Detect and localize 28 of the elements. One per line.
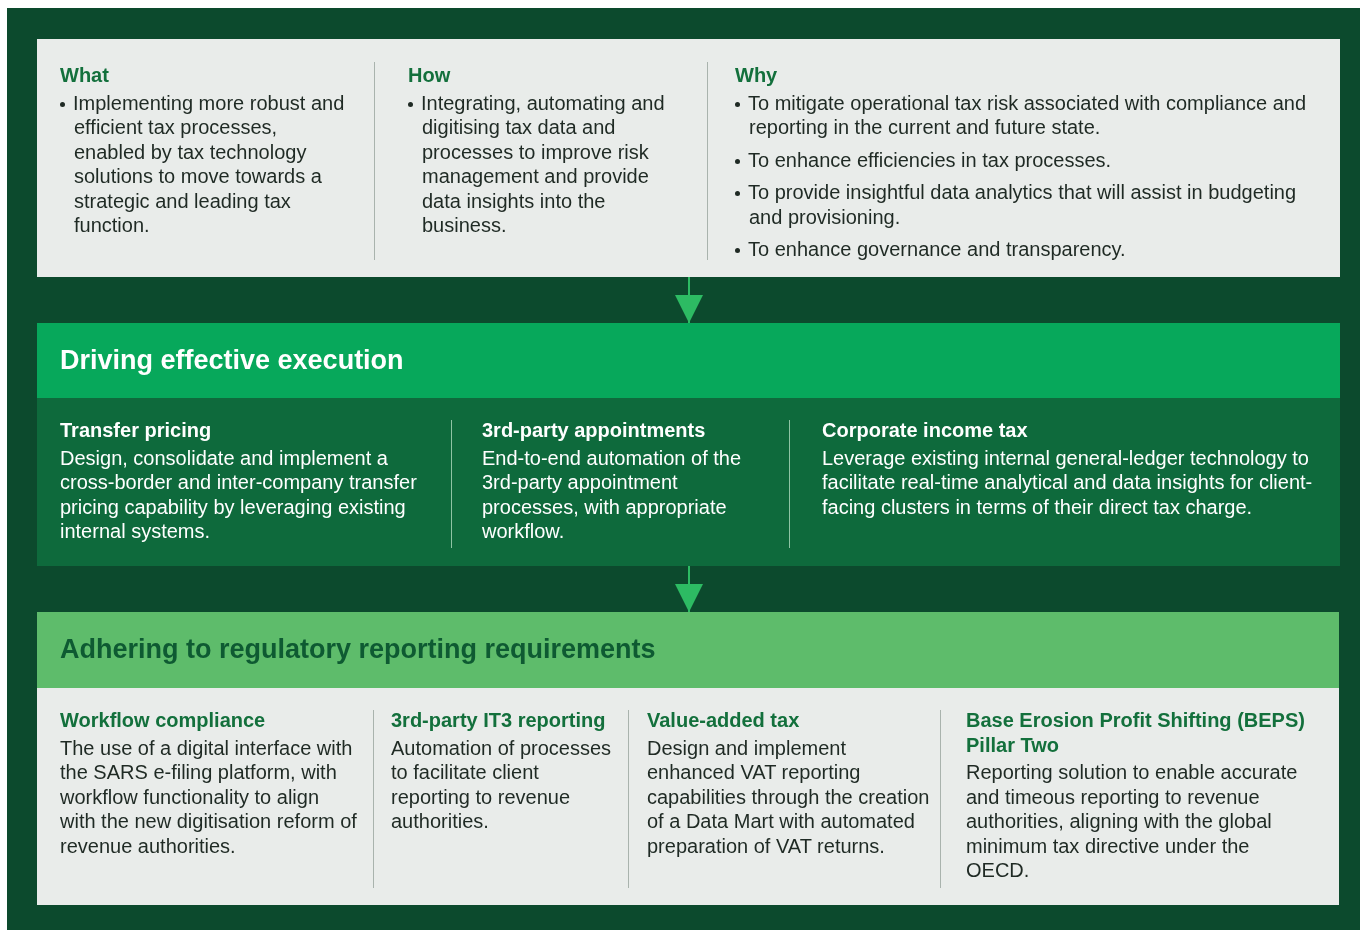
column-heading: 3rd-party IT3 reporting (391, 708, 607, 733)
band-title: Adhering to regulatory reporting requirements (60, 634, 656, 665)
arrow (675, 565, 703, 613)
bullet-text: To mitigate operational tax risk associated with compliance and reporting in the current and future state. (748, 91, 1307, 138)
column-heading: Base Erosion Profit Shifting (BEPS) Pillar Two (966, 708, 1306, 757)
body-text: End-to-end automation of the 3rd-party appointment processes, with appropriate workflow. (482, 445, 743, 544)
column-heading: Workflow compliance (60, 708, 267, 733)
column-heading: Value-added tax (647, 708, 801, 733)
arrow (675, 276, 703, 324)
bullet-text: Integrating, automating and digitising tax data and processes to improve risk management and provide data insights into the business. (421, 91, 665, 236)
info-panel (37, 39, 1340, 277)
column-heading: How (408, 63, 452, 88)
bullet-text: To enhance governance and transparency. (748, 238, 1126, 260)
body-text: Leverage existing internal general-ledger technology to facilitate real-time analytical and data insights for client-facing clusters in terms of their direct tax charge. (822, 445, 1314, 519)
bullet-text: Implementing more robust and efficient tax processes, enabled by tax technology solutions to move towards a strategic and leading tax function. (73, 91, 345, 236)
column-heading: 3rd-party appointments (482, 418, 707, 443)
body-text: Design and implement enhanced VAT reporting capabilities through the creation of a Data Mart with automated preparation of VAT returns. (647, 735, 931, 858)
column-heading: Why (735, 63, 779, 88)
bullet-text: To enhance efficiencies in tax processes. (748, 148, 1112, 171)
column-heading: Corporate income tax (822, 418, 1029, 443)
body-text: Design, consolidate and implement a cross-border and inter-company transfer pricing capability by leveraging existing internal systems. (60, 445, 418, 544)
body-text: Reporting solution to enable accurate and timeous reporting to revenue authorities, aligning with the global minimum tax directive under the OECD. (966, 760, 1299, 883)
column-heading: Transfer pricing (60, 418, 213, 443)
band-title: Driving effective execution (60, 345, 404, 376)
bullet-text: To provide insightful data analytics that will assist in budgeting and provisioning. (748, 181, 1297, 228)
column-heading: What (60, 63, 110, 88)
body-text: The use of a digital interface with the SARS e-filing platform, with workflow functionality to align with the new digitisation reform of revenue authorities. (60, 735, 358, 858)
body-text: Automation of processes to facilitate client reporting to revenue authorities. (391, 735, 613, 834)
